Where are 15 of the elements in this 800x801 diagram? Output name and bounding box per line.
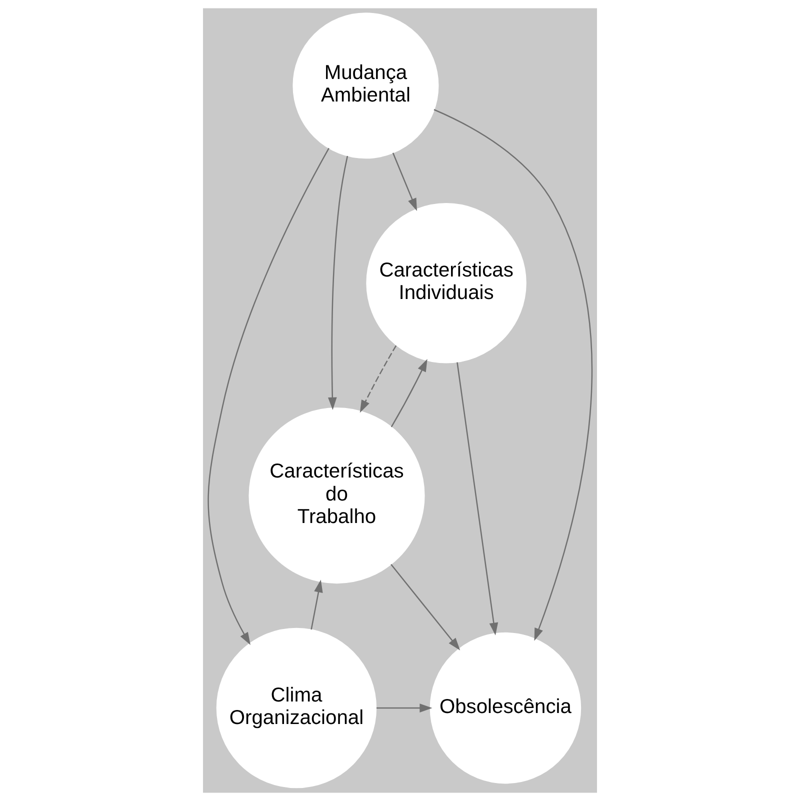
node-circle: Características do Trabalho (248, 408, 425, 584)
node-circle: Mudança Ambiental (292, 12, 439, 159)
arrow (310, 580, 323, 630)
node-circle: Clima Organizacional (216, 628, 377, 788)
arrow (392, 152, 417, 211)
node-circle: Características Individuais (366, 202, 526, 364)
node-circle: Obsolescência (430, 632, 582, 784)
arrow (328, 156, 348, 410)
arrow (390, 359, 428, 428)
arrow (376, 704, 432, 712)
arrow (456, 362, 498, 636)
arrow (434, 109, 592, 641)
arrow (390, 564, 460, 650)
arrow (360, 345, 397, 413)
arrow (208, 148, 330, 645)
